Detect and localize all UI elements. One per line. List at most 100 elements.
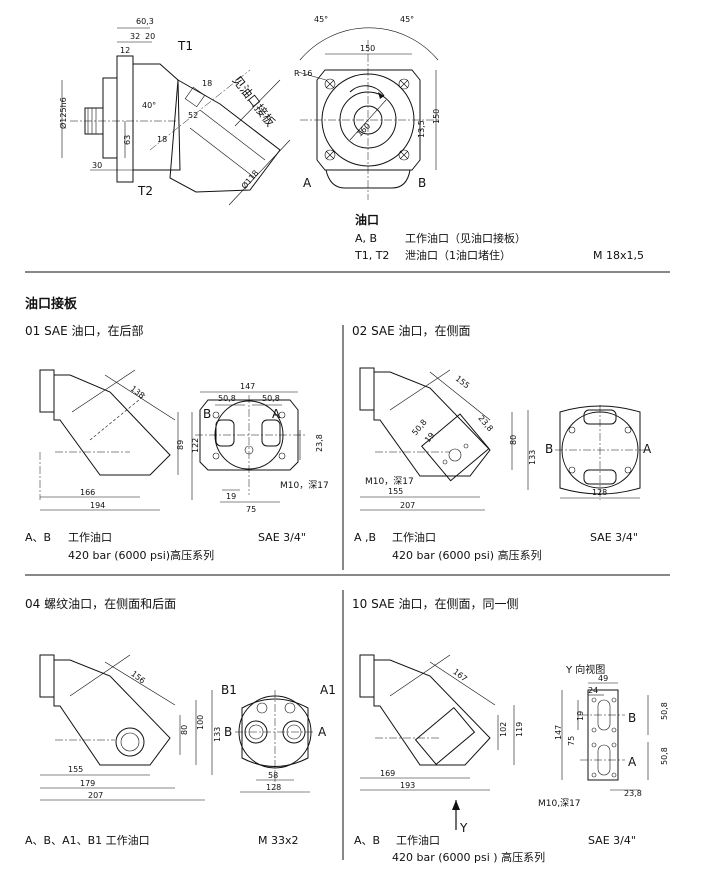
p10-dim-75: 75	[567, 736, 576, 746]
dim-18-bottom: 18	[157, 135, 167, 144]
panel02-legend-spec: SAE 3/4"	[590, 531, 638, 544]
p04-dim-156: 156	[129, 669, 147, 686]
p02-dim-128: 128	[592, 488, 607, 497]
p10-label-b: B	[628, 711, 636, 725]
label-t1: T1	[177, 39, 193, 53]
panel01-title: 01 SAE 油口，在后部	[25, 324, 144, 338]
p10-dim-49: 49	[598, 674, 608, 683]
p02-dim-207: 207	[400, 501, 415, 510]
p01-dim-75: 75	[246, 505, 256, 514]
p10-dim-23-8: 23,8	[624, 789, 642, 798]
label-port-b-top: B	[418, 176, 426, 190]
panel01-drawing	[39, 369, 305, 511]
p01-dim-122: 122	[191, 438, 200, 453]
panel04-title: 04 螺纹油口，在侧面和后面	[25, 597, 177, 611]
panel10-legend-desc: 工作油口	[396, 834, 440, 847]
panel01-legend-pressure: 420 bar (6000 psi)高压系列	[68, 549, 215, 562]
p02-dim-155: 155	[388, 487, 403, 496]
p01-dim-50-8-a: 50,8	[218, 394, 236, 403]
p02-dim-19: 19	[423, 431, 436, 445]
p04-dim-58: 58	[268, 771, 278, 780]
dim-13-5: 13,5	[417, 120, 426, 138]
panel01-legend-key: A、B	[25, 531, 52, 544]
panel04-legend-key: A、B、A1、B1 工作油口	[25, 834, 150, 847]
p04-dim-128: 128	[266, 783, 281, 792]
panel01-legend-desc: 工作油口	[68, 531, 112, 544]
p10-view-label: Y 向视图	[565, 663, 605, 676]
label-t2: T2	[137, 184, 153, 198]
p10-label-y: Y	[459, 821, 468, 835]
p02-dim-155-diag: 155	[454, 374, 472, 391]
p10-dim-19: 19	[576, 711, 585, 721]
dim-12: 12	[120, 46, 130, 55]
panel02-legend-desc: 工作油口	[392, 531, 436, 544]
dim-30: 30	[92, 161, 102, 170]
dim-45deg-left: 45°	[314, 15, 328, 24]
dim-52: 52	[188, 111, 198, 120]
p10-dim-147: 147	[554, 725, 563, 740]
panel02-legend-pressure: 420 bar (6000 psi) 高压系列	[392, 549, 542, 562]
panel01-legend-spec: SAE 3/4"	[258, 531, 306, 544]
dim-r16: R 16	[294, 69, 312, 78]
p01-dim-23-8: 23,8	[315, 434, 324, 452]
label-port-a-top: A	[303, 176, 312, 190]
label-flange-note: 见油口接板	[230, 73, 279, 130]
p02-thread: M10，深17	[365, 476, 414, 487]
panel10-legend-key: A、B	[354, 834, 381, 847]
p04-dim-133: 133	[213, 727, 222, 742]
p10-dim-169: 169	[380, 769, 395, 778]
p01-dim-19: 19	[226, 492, 236, 501]
p01-dim-138: 138	[129, 384, 147, 401]
panel10-legend-spec: SAE 3/4"	[588, 834, 636, 847]
panel10-drawing	[359, 654, 649, 830]
p10-dim-24: 24	[588, 686, 598, 695]
p04-label-b1: B1	[221, 683, 237, 697]
section-title-port-plates: 油口接板	[25, 297, 78, 312]
top-side-view	[61, 27, 291, 206]
p04-dim-207: 207	[88, 791, 103, 800]
p01-thread: M10，深17	[280, 480, 329, 491]
p04-label-a1: A1	[320, 683, 336, 697]
p01-label-a: A	[272, 407, 281, 421]
dim-20: 20	[145, 32, 155, 41]
p02-dim-80: 80	[509, 435, 518, 445]
ports-info-title: 油口	[355, 213, 380, 227]
dim-60-3: 60,3	[136, 17, 154, 26]
top-front-view	[297, 27, 440, 200]
panel10-title: 10 SAE 油口，在侧面，同一侧	[352, 597, 519, 611]
p04-label-b: B	[224, 725, 232, 739]
dim-150-h: 150	[360, 44, 375, 53]
p10-label-a: A	[628, 755, 637, 769]
ports-row-t-spec: M 18x1,5	[593, 249, 644, 262]
panel04-legend-spec: M 33x2	[258, 834, 299, 847]
p10-dim-102: 102	[499, 722, 508, 737]
dim-18-top: 18	[202, 79, 212, 88]
p10-dim-119: 119	[515, 722, 524, 737]
p02-label-a: A	[643, 442, 652, 456]
p01-dim-166: 166	[80, 488, 95, 497]
p01-dim-50-8-b: 50,8	[262, 394, 280, 403]
dim-63: 63	[123, 135, 132, 145]
dim-150-v: 150	[432, 109, 441, 124]
ports-row-ab-key: A, B	[355, 232, 378, 245]
p10-dim-50-8-b: 50,8	[660, 747, 669, 765]
p10-dim-193: 193	[400, 781, 415, 790]
p04-dim-179: 179	[80, 779, 95, 788]
panel02-legend-key: A ,B	[354, 531, 377, 544]
p04-dim-155: 155	[68, 765, 83, 774]
ports-row-t-desc: 泄油口（1油口堵住）	[405, 249, 511, 262]
ports-row-t-key: T1, T2	[355, 249, 390, 262]
p02-label-b: B	[545, 442, 553, 456]
p10-thread: M10,深17	[538, 798, 581, 809]
dim-160: 160	[355, 121, 372, 138]
p01-dim-89: 89	[176, 440, 185, 450]
ports-row-ab-desc: 工作油口（见油口接板）	[405, 232, 526, 245]
dim-dia-118: Ø118	[239, 168, 261, 191]
p10-dim-50-8-a: 50,8	[660, 702, 669, 720]
dim-45deg-right: 45°	[400, 15, 414, 24]
panel10-legend-pressure: 420 bar (6000 psi ) 高压系列	[392, 851, 546, 864]
p10-dim-167: 167	[451, 667, 469, 684]
p01-dim-147: 147	[240, 382, 255, 391]
p04-dim-100: 100	[196, 715, 205, 730]
p04-dim-80: 80	[180, 725, 189, 735]
